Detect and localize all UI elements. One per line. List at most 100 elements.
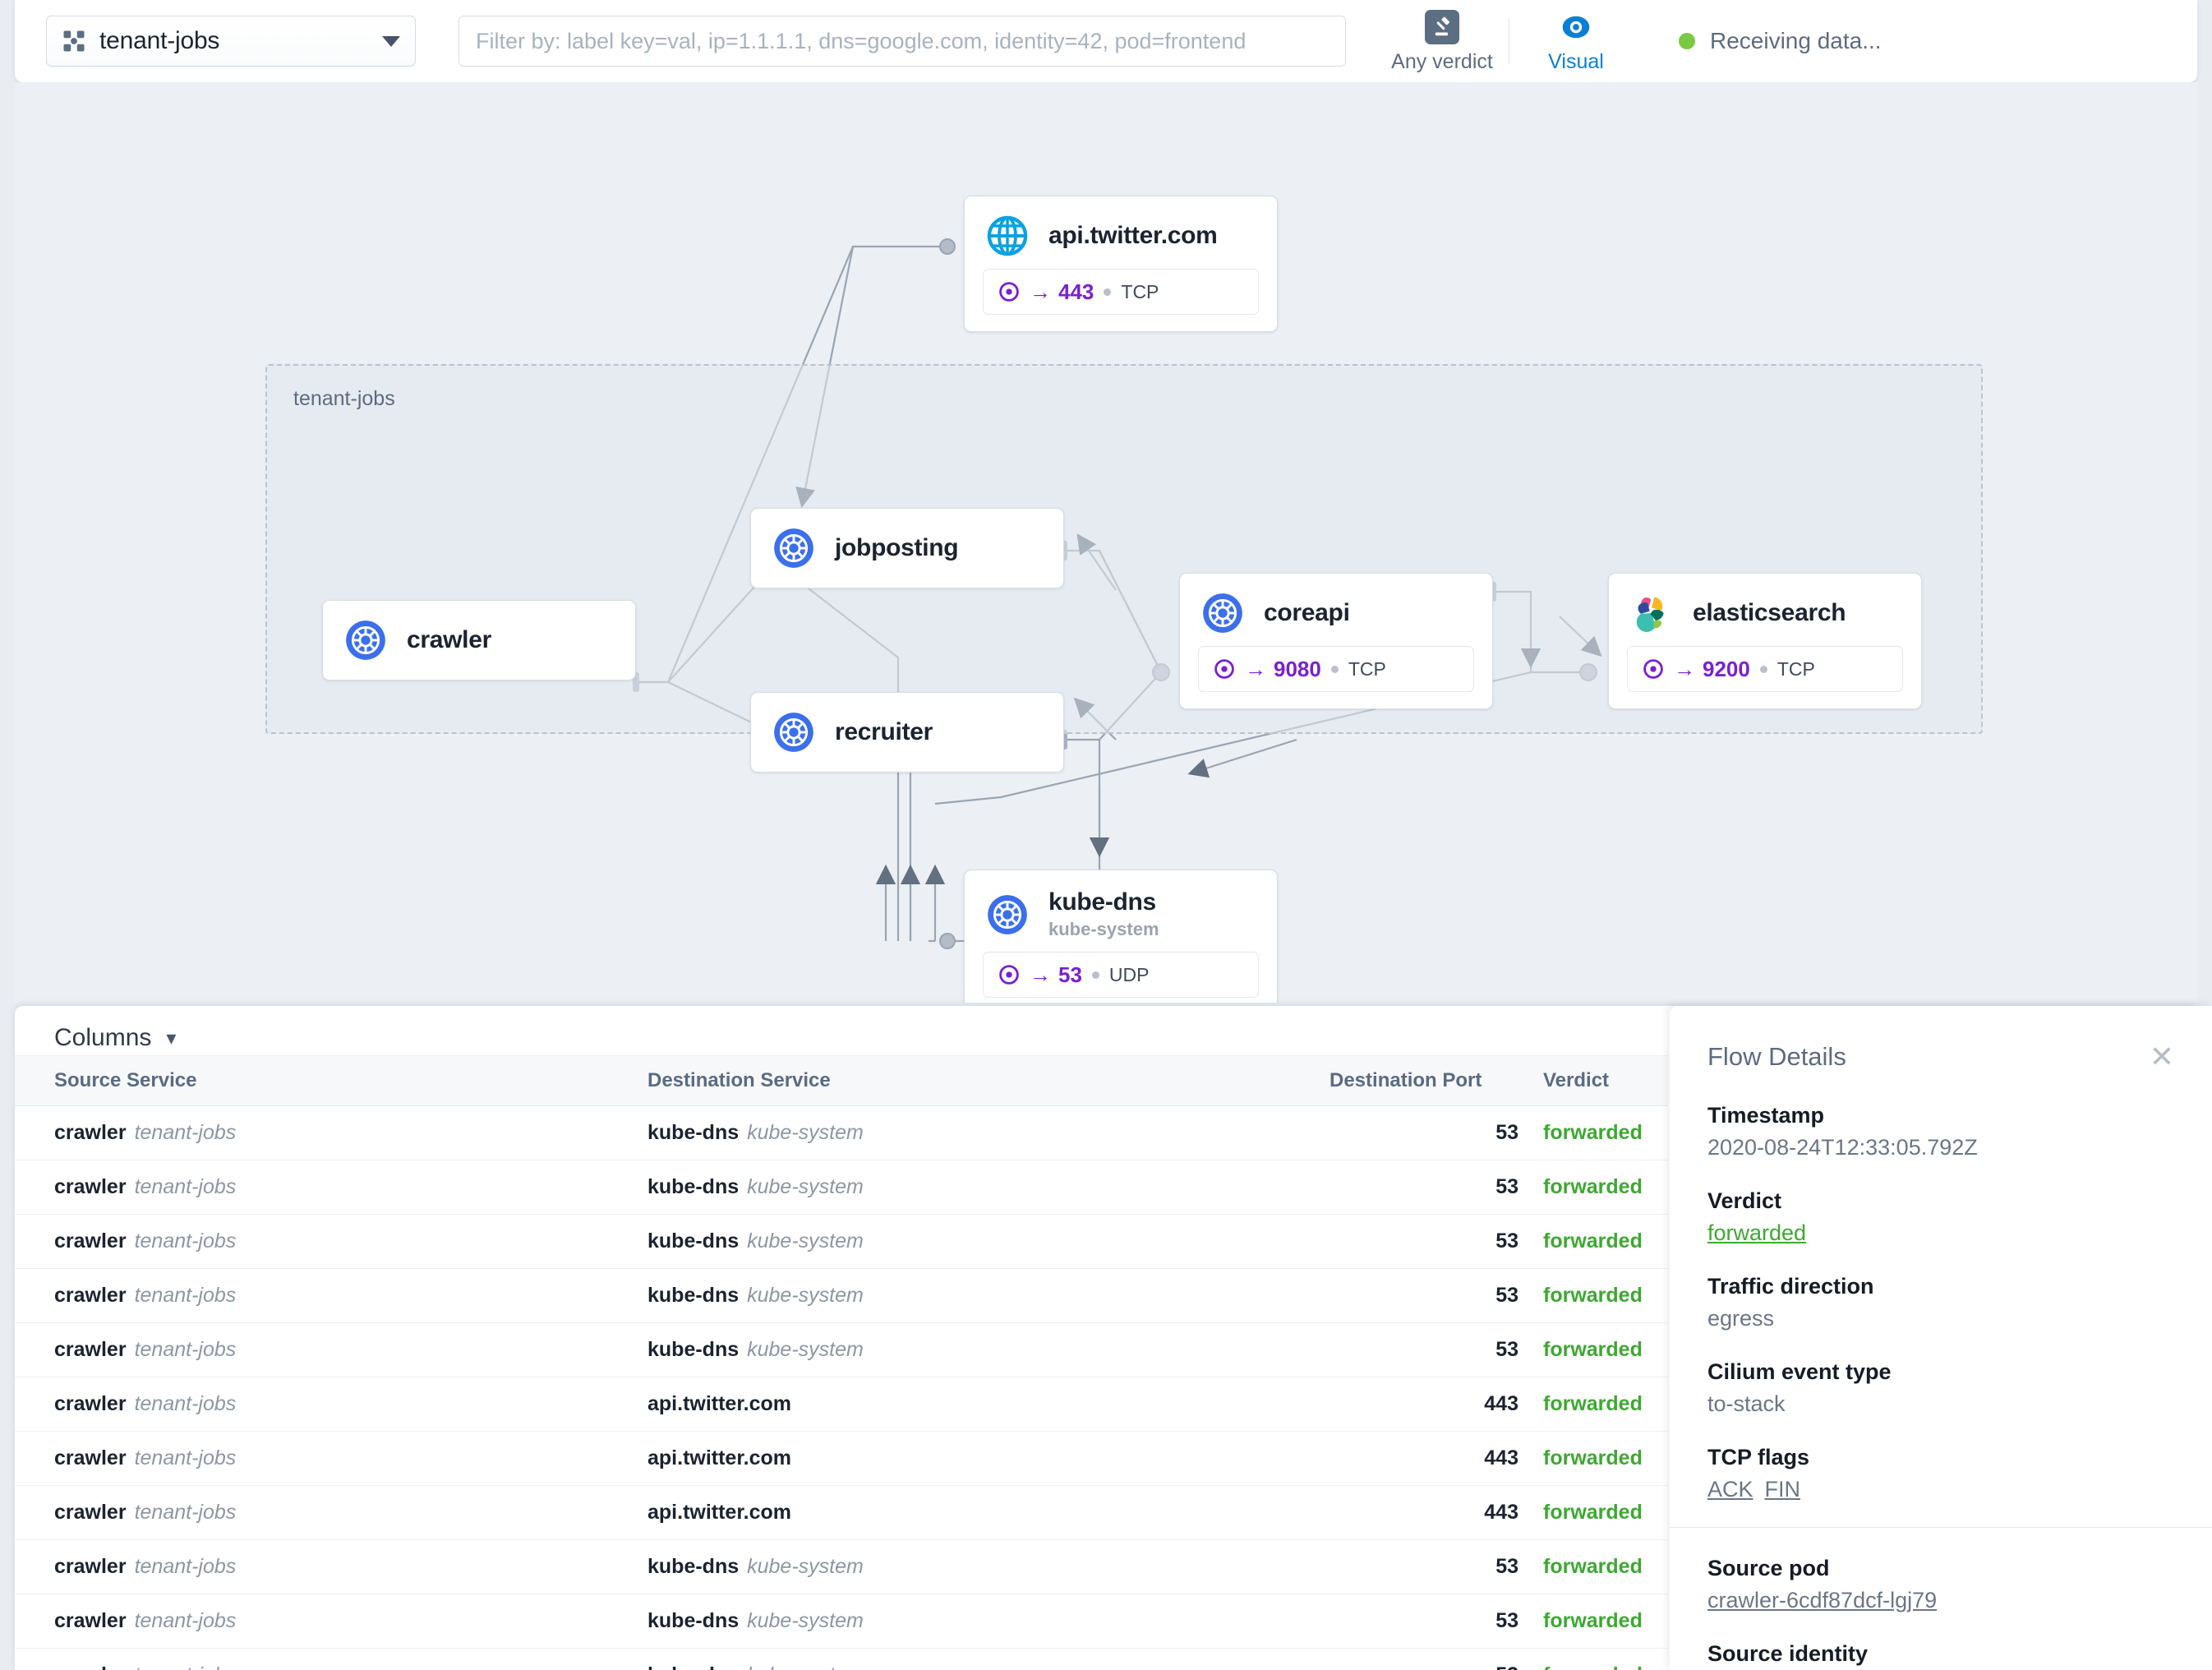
cell-verdict: forwarded (1518, 1105, 1668, 1160)
service-node-crawler[interactable]: crawler (322, 600, 636, 680)
source-namespace: tenant-jobs (134, 1229, 237, 1252)
visual-mode-label: Visual (1548, 49, 1604, 73)
cell-destination-port: 53 (1330, 1214, 1518, 1269)
detail-value[interactable]: forwarded (1707, 1220, 1807, 1245)
source-namespace: tenant-jobs (134, 1175, 237, 1198)
service-node-coreapi[interactable]: coreapi → 9080 TCP (1179, 573, 1493, 709)
globe-icon (986, 215, 1029, 257)
port-separator-dot (1330, 665, 1339, 673)
service-node-recruiter[interactable]: recruiter (750, 692, 1064, 773)
node-port-row[interactable]: → 443 TCP (983, 269, 1259, 315)
source-service-name: crawler (54, 1446, 127, 1469)
target-icon (998, 281, 1020, 302)
columns-toggle[interactable]: Columns ▾ (15, 1006, 2197, 1055)
detail-label: Source pod (1707, 1556, 1830, 1580)
cell-destination-port: 53 (1330, 1105, 1518, 1160)
node-titles: jobposting (835, 534, 959, 562)
detail-value: to-stack (1707, 1391, 1786, 1416)
node-titles: recruiter (835, 718, 933, 746)
cell-destination-service: api.twitter.com (647, 1431, 1330, 1486)
flow-details-title: Flow Details (1707, 1042, 1846, 1071)
detail-value: egress (1707, 1306, 1775, 1331)
tcp-flag[interactable]: FIN (1764, 1477, 1801, 1502)
service-node-jobposting[interactable]: jobposting (750, 508, 1064, 588)
detail-label: Verdict (1707, 1188, 1782, 1213)
tcp-flag[interactable]: ACK (1707, 1477, 1753, 1502)
cell-verdict: forwarded (1518, 1485, 1668, 1540)
table-header-row: Source Service Destination Service Desti… (15, 1055, 1668, 1106)
header-destination-port[interactable]: Destination Port (1330, 1055, 1518, 1106)
status-badge: forwarded (1543, 1663, 1643, 1670)
table-row[interactable]: crawlertenant-jobskube-dnskube-system53f… (15, 1648, 1668, 1670)
detail-value[interactable]: crawler-6cdf87dcf-lgj79 (1707, 1588, 1938, 1612)
header-destination-service[interactable]: Destination Service (647, 1055, 1330, 1106)
node-header: coreapi (1180, 574, 1492, 646)
source-namespace: tenant-jobs (134, 1609, 237, 1632)
destination-service-name: api.twitter.com (647, 1392, 792, 1415)
node-port-row[interactable]: → 53 UDP (983, 952, 1259, 998)
destination-service-name: kube-dns (647, 1229, 740, 1252)
cell-destination-service: api.twitter.com (647, 1485, 1330, 1540)
source-service-name: crawler (54, 1609, 127, 1632)
node-header: recruiter (751, 693, 1063, 772)
detail-source-pod: Source pod crawler-6cdf87dcf-lgj79 (1707, 1556, 2174, 1613)
status-indicator-dot (1679, 33, 1695, 49)
destination-namespace: kube-system (747, 1663, 864, 1670)
source-namespace: tenant-jobs (134, 1121, 237, 1144)
status-badge: forwarded (1543, 1392, 1643, 1415)
flow-details-header: Flow Details ✕ (1670, 1006, 2212, 1072)
service-map-canvas[interactable]: tenant-jobs api.twitter.com (15, 82, 2197, 1003)
cell-verdict: forwarded (1518, 1377, 1668, 1432)
close-icon[interactable]: ✕ (2149, 1040, 2174, 1073)
source-service-name: crawler (54, 1501, 127, 1524)
source-service-name: crawler (54, 1284, 127, 1307)
detail-label: TCP flags (1707, 1445, 1810, 1469)
port-number: 53 (1058, 962, 1082, 987)
port-arrow-icon: → (1245, 656, 1266, 681)
source-namespace: tenant-jobs (134, 1392, 237, 1415)
status-label: Receiving data... (1710, 28, 1882, 53)
header-verdict[interactable]: Verdict (1518, 1055, 1668, 1106)
eye-icon (1562, 16, 1590, 38)
destination-namespace: kube-system (747, 1338, 864, 1361)
header-source-service[interactable]: Source Service (15, 1055, 647, 1106)
node-port-row[interactable]: → 9080 TCP (1198, 646, 1474, 692)
filter-input[interactable] (459, 16, 1346, 67)
visual-mode-button[interactable]: Visual (1523, 9, 1629, 74)
cell-destination-port: 443 (1330, 1377, 1518, 1432)
verdict-filter-button[interactable]: Any verdict (1389, 9, 1495, 74)
destination-service-name: kube-dns (647, 1663, 739, 1670)
detail-value: 2020-08-24T12:33:05.792Z (1707, 1135, 1978, 1160)
gavel-icon (1425, 9, 1459, 44)
service-node-api-twitter-com[interactable]: api.twitter.com → 443 TCP (964, 196, 1278, 332)
node-titles: coreapi (1264, 599, 1350, 627)
status-badge: forwarded (1543, 1446, 1643, 1469)
status-badge: forwarded (1543, 1229, 1643, 1252)
namespace-selector[interactable]: tenant-jobs (46, 16, 416, 67)
cell-verdict: forwarded (1518, 1539, 1668, 1594)
destination-service-name: kube-dns (647, 1175, 740, 1198)
cell-destination-port: 53 (1330, 1594, 1518, 1649)
namespace-label: tenant-jobs (99, 27, 220, 54)
node-port-row[interactable]: → 9200 TCP (1627, 646, 1903, 692)
port-number: 443 (1058, 279, 1094, 304)
service-node-elasticsearch[interactable]: elasticsearch → 9200 TCP (1608, 573, 1922, 709)
service-node-kube-dns[interactable]: kube-dns kube-system → 53 UDP (964, 870, 1278, 1003)
status-badge: forwarded (1543, 1284, 1643, 1307)
